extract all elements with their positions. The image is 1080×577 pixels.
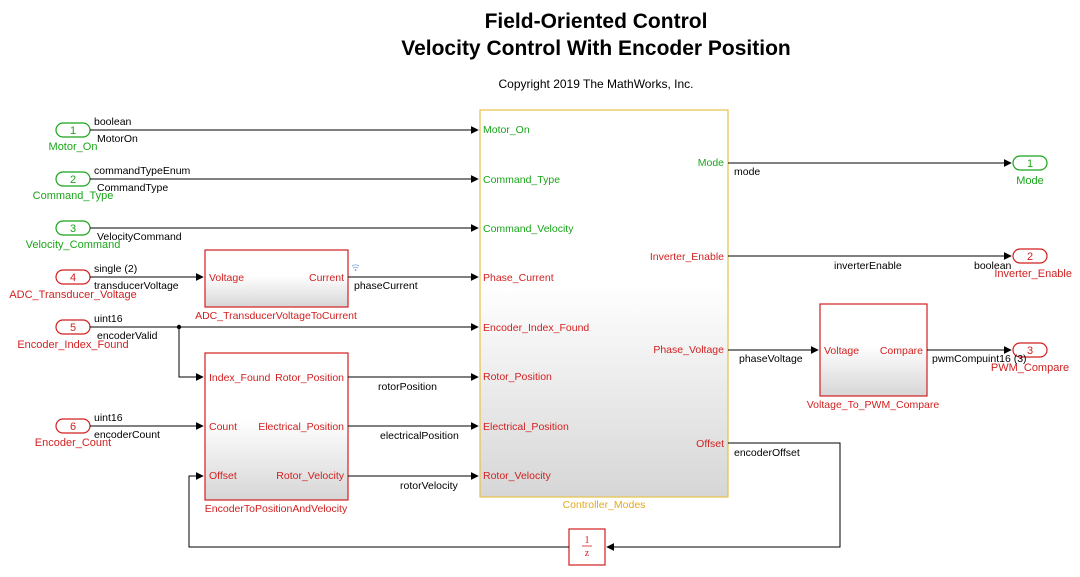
controller-block-name: Controller_Modes [563,499,646,511]
adc-transducer-block[interactable]: Voltage Current ADC_TransducerVoltageToC… [195,249,357,322]
diagram-title-line1: Field-Oriented Control [485,10,708,33]
encoder-output-port: Rotor_Velocity [276,470,344,482]
inport-number: 6 [70,421,76,433]
signal-name-label: MotorOn [97,133,138,145]
signal-name-label: inverterEnable [834,260,902,272]
inport-label: ADC_Transducer_Voltage [9,289,136,301]
controller-output-port: Mode [698,157,724,169]
inport-adc-transducer-voltage[interactable]: 4 ADC_Transducer_Voltage [9,269,137,301]
inport-label: Encoder_Count [35,437,111,449]
outport-pwm-compare[interactable]: 3 PWM_Compare [991,342,1069,374]
inport-number: 2 [70,174,76,186]
signal-name-label: encoderOffset [734,447,800,459]
inport-label: Command_Type [33,190,114,202]
delay-numerator: 1 [585,535,590,546]
encoder-block-name: EncoderToPositionAndVelocity [205,503,348,515]
signal-name-label: rotorPosition [378,381,437,393]
controller-output-port: Phase_Voltage [653,344,724,356]
outport-mode[interactable]: 1 Mode [1012,155,1048,187]
unit-delay-block[interactable]: 1 z [568,528,606,566]
inport-motor-on[interactable]: 1 Motor_On [49,122,98,153]
controller-modes-block[interactable]: Motor_On Command_Type Command_Velocity P… [479,109,729,511]
controller-input-port: Electrical_Position [483,421,569,433]
encoder-output-port: Rotor_Position [275,372,344,384]
outport-number: 3 [1027,345,1033,357]
adc-block-name: ADC_TransducerVoltageToCurrent [195,310,357,322]
encoder-input-port: Count [209,421,237,433]
controller-input-port: Encoder_Index_Found [483,322,589,334]
signal-name-label: encoderCount [94,429,160,441]
signal-name-label: mode [734,166,760,178]
signal-type-label: boolean [974,260,1012,272]
signal-name-label: transducerVoltage [94,280,179,292]
wire-encoder-offset [606,442,841,551]
signal-type-label: boolean [94,116,132,128]
outport-number: 2 [1027,251,1033,263]
pwm-block-name: Voltage_To_PWM_Compare [807,399,940,411]
controller-output-port: Inverter_Enable [650,251,724,263]
signal-name-label: CommandType [97,182,168,194]
outport-number: 1 [1027,158,1033,170]
signal-name-label: electricalPosition [380,430,459,442]
signal-type-label: uint16 [94,412,123,424]
controller-input-port: Motor_On [483,124,530,136]
encoder-to-position-block[interactable]: Index_Found Count Offset Rotor_Position … [204,352,349,515]
signal-name-label: rotorVelocity [400,480,459,492]
controller-input-port: Phase_Current [483,272,554,284]
inport-number: 4 [70,272,76,284]
controller-input-port: Command_Velocity [483,223,574,235]
wire-delay-feedback [188,472,569,548]
signal-name-label: phaseCurrent [354,280,418,292]
signal-wires [90,126,1012,551]
inport-label: Velocity_Command [26,239,121,251]
diagram-title-line2: Velocity Control With Encoder Position [401,37,791,60]
outport-label: Inverter_Enable [994,268,1072,280]
signal-name-label: phaseVoltage [739,353,803,365]
wire-index-branch [178,327,204,381]
controller-input-port: Command_Type [483,174,560,186]
controller-input-port: Rotor_Velocity [483,470,551,482]
signal-type-label: uint16 [94,313,123,325]
signal-name-label: encoderValid [97,330,158,342]
controller-output-port: Offset [696,438,724,450]
signal-labels: boolean MotorOn commandTypeEnum CommandT… [94,116,1027,492]
inport-label: Motor_On [49,141,98,153]
signal-name-label: pwmCompuint16 (3) [932,353,1027,365]
signal-name-label: VelocityCommand [97,231,182,243]
adc-output-port: Current [309,272,344,284]
copyright-text: Copyright 2019 The MathWorks, Inc. [499,77,694,91]
controller-input-port: Rotor_Position [483,371,552,383]
inport-number: 5 [70,322,76,334]
outport-label: Mode [1016,175,1044,187]
wifi-signal-icon [351,264,360,271]
signal-type-label: single (2) [94,263,137,275]
pwm-output-port: Compare [880,345,923,357]
voltage-to-pwm-block[interactable]: Voltage Compare Voltage_To_PWM_Compare [807,303,940,411]
encoder-output-port: Electrical_Position [258,421,344,433]
signal-type-label: commandTypeEnum [94,165,191,177]
outport-inverter-enable[interactable]: 2 Inverter_Enable [994,248,1072,280]
inport-label: Encoder_Index_Found [17,339,128,351]
pwm-input-port: Voltage [824,345,859,357]
delay-denominator: z [585,548,590,559]
inport-number: 1 [70,125,76,137]
inport-number: 3 [70,223,76,235]
adc-input-port: Voltage [209,272,244,284]
inport-encoder-count[interactable]: 6 Encoder_Count [35,418,111,449]
encoder-input-port: Offset [209,470,237,482]
outport-label: PWM_Compare [991,362,1069,374]
encoder-input-port: Index_Found [209,372,270,384]
branch-point [176,324,182,330]
